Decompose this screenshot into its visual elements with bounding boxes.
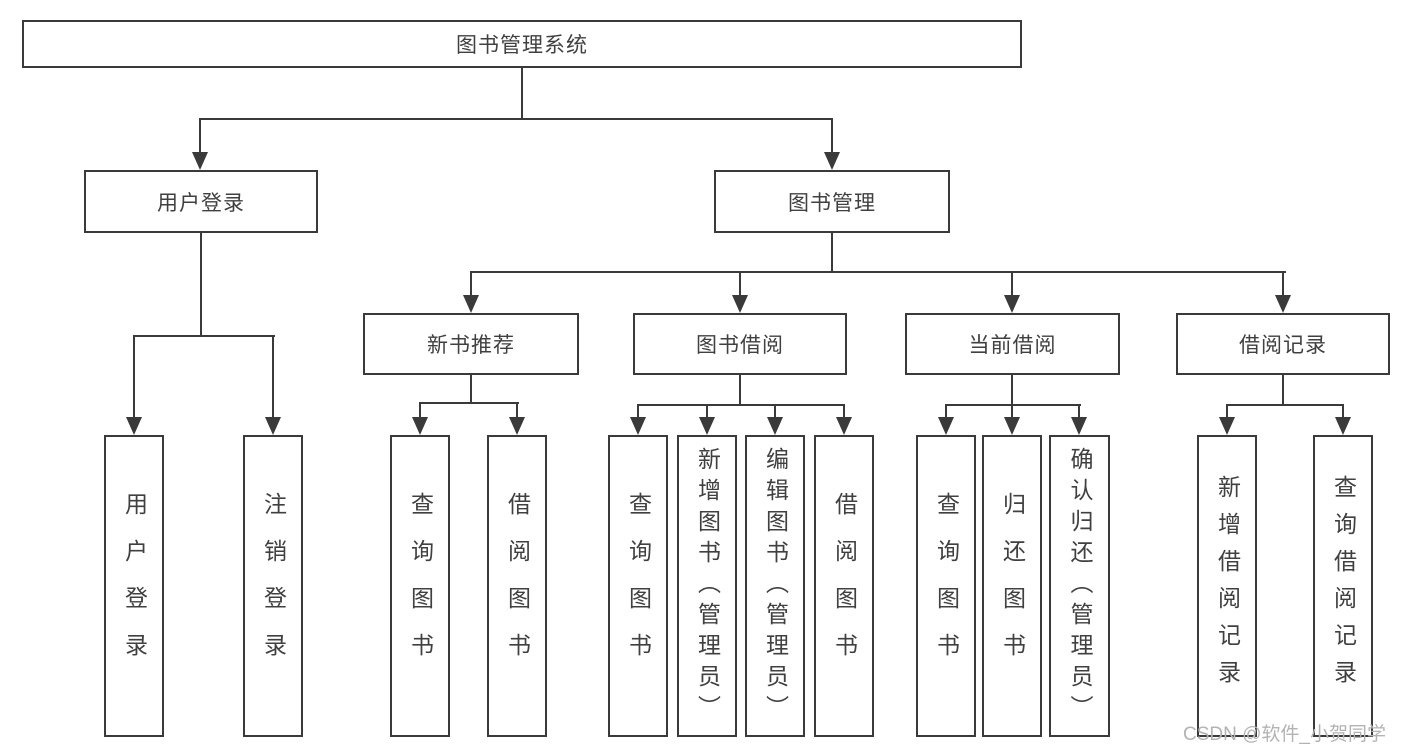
node-label: 图书借阅 xyxy=(696,334,784,357)
connector-hline xyxy=(419,402,519,404)
connector-vline xyxy=(200,233,202,337)
arrow-down-icon xyxy=(1335,417,1351,435)
connector-vline xyxy=(1078,404,1080,417)
node-label: 借阅记录 xyxy=(1239,334,1327,357)
node-borrowing-records: 借阅记录 xyxy=(1176,313,1390,375)
arrow-down-icon xyxy=(767,417,783,435)
node-label: 图书管理系统 xyxy=(456,34,588,57)
connector-vline xyxy=(272,336,274,417)
arrow-down-icon xyxy=(630,417,646,435)
leaf-label: 借阅图书 xyxy=(504,492,531,680)
node-label: 当前借阅 xyxy=(968,334,1057,357)
arrow-down-icon xyxy=(509,417,525,435)
arrow-down-icon xyxy=(192,152,208,170)
leaf-user-login: 用户登录 xyxy=(104,435,164,737)
watermark: CSDN @软件_小贺同学 xyxy=(1183,724,1386,745)
node-book-borrowing: 图书借阅 xyxy=(633,313,847,375)
arrow-down-icon xyxy=(836,417,852,435)
connector-vline xyxy=(1011,271,1013,295)
leaf-add-books-admin: 新增图书（管理员） xyxy=(677,435,737,737)
leaf-label: 编辑图书（管理员） xyxy=(762,446,789,726)
connector-vline xyxy=(133,336,135,417)
connector-vline xyxy=(1282,271,1284,295)
connector-vline xyxy=(831,233,833,273)
leaf-label: 借阅图书 xyxy=(831,492,858,680)
arrow-down-icon xyxy=(1275,295,1291,313)
leaf-label: 查询图书 xyxy=(933,492,960,680)
node-label: 用户登录 xyxy=(157,191,245,215)
leaf-label: 新增借阅记录 xyxy=(1214,475,1241,697)
connector-hline xyxy=(199,118,833,120)
arrow-down-icon xyxy=(265,417,281,435)
arrow-down-icon xyxy=(1219,417,1235,435)
node-current-borrowing: 当前借阅 xyxy=(905,313,1120,375)
connector-vline xyxy=(1011,375,1013,404)
arrow-down-icon xyxy=(463,295,479,313)
leaf-query-books-current: 查询图书 xyxy=(916,435,976,737)
arrow-down-icon xyxy=(126,417,142,435)
leaf-logout: 注销登录 xyxy=(243,435,303,737)
leaf-query-books-recommend: 查询图书 xyxy=(390,435,450,737)
leaf-confirm-return-admin: 确认归还（管理员） xyxy=(1049,435,1110,737)
leaf-label: 查询图书 xyxy=(625,492,652,680)
arrow-down-icon xyxy=(1071,417,1087,435)
leaf-query-books-borrowing: 查询图书 xyxy=(608,435,668,737)
connector-vline xyxy=(739,375,741,404)
connector-vline xyxy=(706,404,708,417)
leaf-label: 查询借阅记录 xyxy=(1330,475,1357,697)
connector-hline xyxy=(945,404,1081,406)
arrow-down-icon xyxy=(412,417,428,435)
leaf-add-borrow-record: 新增借阅记录 xyxy=(1197,435,1257,737)
connector-vline xyxy=(774,404,776,417)
arrow-down-icon xyxy=(938,417,954,435)
node-library-system: 图书管理系统 xyxy=(22,20,1022,68)
leaf-label: 归还图书 xyxy=(999,492,1026,680)
connector-vline xyxy=(470,271,472,295)
connector-vline xyxy=(1011,404,1013,417)
connector-vline xyxy=(419,403,421,417)
connector-vline xyxy=(739,271,741,295)
leaf-borrow-books-recommend: 借阅图书 xyxy=(487,435,547,737)
leaf-query-borrow-record: 查询借阅记录 xyxy=(1313,435,1373,737)
connector-vline xyxy=(831,118,833,154)
node-label: 图书管理 xyxy=(788,191,876,215)
arrow-down-icon xyxy=(732,295,748,313)
connector-vline xyxy=(1226,404,1228,417)
connector-vline xyxy=(470,375,472,403)
leaf-return-books: 归还图书 xyxy=(982,435,1042,737)
connector-vline xyxy=(1282,375,1284,404)
arrow-down-icon xyxy=(824,152,840,170)
connector-vline xyxy=(637,404,639,417)
arrow-down-icon xyxy=(1004,417,1020,435)
connector-vline xyxy=(1342,404,1344,417)
connector-vline xyxy=(843,404,845,417)
connector-hline xyxy=(1226,404,1344,406)
connector-vline xyxy=(516,403,518,417)
leaf-label: 确认归还（管理员） xyxy=(1067,446,1093,726)
connector-hline xyxy=(637,404,845,406)
node-label: 新书推荐 xyxy=(427,334,515,357)
connector-hline xyxy=(470,271,1286,273)
arrow-down-icon xyxy=(1004,295,1020,313)
node-new-book-recommend: 新书推荐 xyxy=(363,313,579,375)
leaf-edit-books-admin: 编辑图书（管理员） xyxy=(745,435,805,737)
connector-hline xyxy=(133,335,275,337)
leaf-borrow-books: 借阅图书 xyxy=(814,435,874,737)
leaf-label: 用户登录 xyxy=(121,492,148,680)
node-book-management: 图书管理 xyxy=(714,170,950,233)
connector-vline xyxy=(521,68,523,120)
leaf-label: 查询图书 xyxy=(407,492,434,680)
connector-vline xyxy=(945,404,947,417)
leaf-label: 新增图书（管理员） xyxy=(694,446,721,726)
arrow-down-icon xyxy=(699,417,715,435)
connector-vline xyxy=(199,118,201,154)
leaf-label: 注销登录 xyxy=(260,492,287,680)
node-user-login: 用户登录 xyxy=(84,170,318,233)
